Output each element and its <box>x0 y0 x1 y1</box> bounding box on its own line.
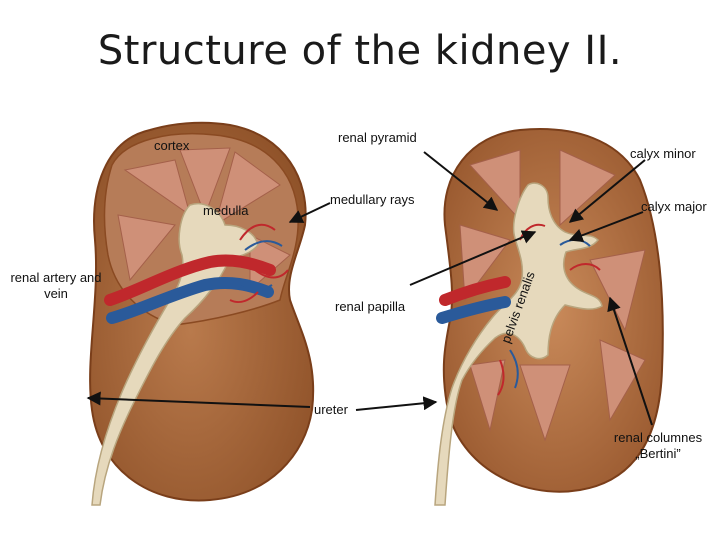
label-medulla: medulla <box>203 203 249 219</box>
label-medullary-rays: medullary rays <box>330 192 415 208</box>
arrow-ureter-right <box>356 402 436 410</box>
label-cortex: cortex <box>154 138 189 154</box>
label-renal-columnes-line2: „Bertini” <box>606 446 710 462</box>
label-calyx-major: calyx major <box>641 199 707 215</box>
label-renal-columnes-line1: renal columnes <box>606 430 710 446</box>
label-renal-pyramid: renal pyramid <box>338 130 417 146</box>
left-kidney <box>90 123 313 505</box>
label-renal-artery-and-vein: renal artery and vein <box>6 270 106 302</box>
label-renal-papilla: renal papilla <box>335 299 405 315</box>
label-renal-artery-line2: vein <box>6 286 106 302</box>
label-renal-artery-line1: renal artery and <box>6 270 106 286</box>
label-renal-columnes: renal columnes „Bertini” <box>606 430 710 462</box>
label-calyx-minor: calyx minor <box>630 146 696 162</box>
label-ureter: ureter <box>314 402 348 418</box>
